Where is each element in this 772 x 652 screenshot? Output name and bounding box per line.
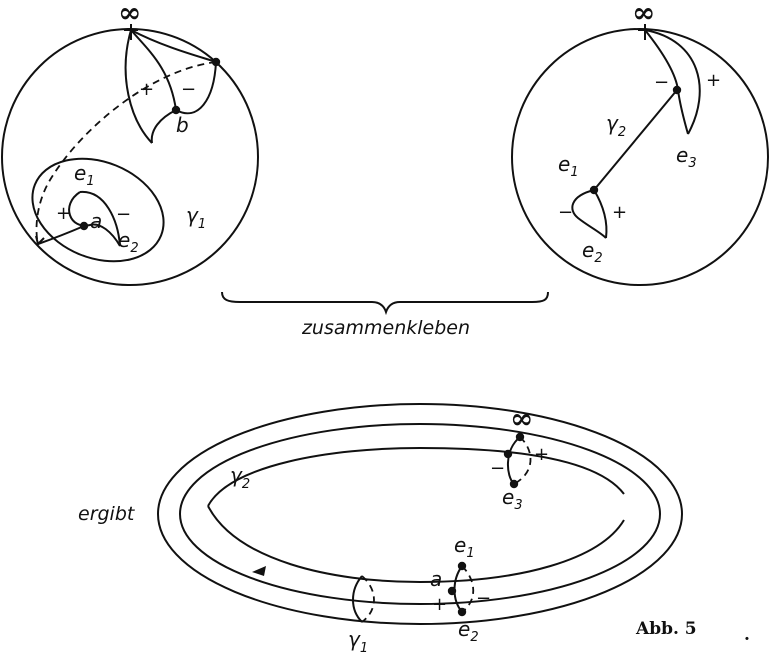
right-infinity-label: ∞ (632, 0, 655, 29)
right-label-e2: e2 (582, 238, 603, 266)
torus-plus-lower: + (432, 594, 447, 615)
right-sphere: ∞ − + e3 γ2 e1 e2 − + (511, 0, 769, 286)
curly-brace (221, 291, 549, 316)
gamma1-meridian-solid (352, 575, 363, 623)
left-label-b: b (176, 113, 189, 137)
right-label-e1: e1 (558, 152, 579, 180)
right-plus-e: + (612, 202, 627, 223)
left-label-a: a (90, 209, 102, 233)
torus-dot-infinity (515, 432, 525, 442)
left-minus-b: − (181, 79, 196, 100)
torus-hole-lower (207, 505, 625, 584)
left-sphere: ∞ + − b e1 e2 a + − γ1 (1, 0, 259, 286)
left-cut-b-middle (130, 29, 177, 111)
glue-brace: zusammenkleben (221, 291, 549, 339)
right-label-e3: e3 (676, 143, 697, 171)
torus-minus-upper: − (490, 458, 505, 479)
left-label-e1: e1 (74, 161, 95, 189)
upper-meridian-solid (507, 436, 521, 485)
torus-dot-a (447, 586, 457, 596)
upper-meridian-dashed (513, 436, 532, 485)
zusammenkleben-label: zusammenkleben (301, 317, 470, 339)
torus-dot-e2 (457, 607, 467, 617)
torus-label-e1: e1 (454, 533, 475, 561)
left-plus-a: + (56, 203, 71, 224)
left-gamma1-loop (31, 157, 165, 263)
torus-plus-upper: + (534, 444, 549, 465)
torus-inner-band (179, 423, 661, 605)
left-cut-b-join (150, 109, 177, 144)
torus-label-e3: e3 (502, 485, 523, 513)
left-minus-a: − (116, 204, 131, 225)
right-minus-top: − (654, 72, 669, 93)
right-cut-e1e2-left (571, 189, 607, 239)
torus-hole-upper (207, 446, 625, 507)
figure-caption: Abb. 5 (635, 619, 697, 639)
left-cut-b-outer (124, 29, 153, 144)
torus-label-e2: e2 (458, 617, 479, 645)
right-cut-e1e2-right (593, 189, 608, 239)
torus: ∞ − + e3 γ2 e1 a + − e2 γ1 (157, 402, 683, 652)
right-gamma2-line (593, 89, 678, 191)
torus-dot-e1 (457, 561, 467, 571)
left-infinity-label: ∞ (118, 0, 141, 29)
torus-minus-lower: − (476, 588, 491, 609)
left-label-gamma1: γ1 (186, 203, 206, 232)
right-minus-e: − (558, 202, 573, 223)
figure-caption-mark: . (744, 625, 750, 645)
left-dot-b (171, 105, 181, 115)
right-sphere-outline (511, 28, 769, 286)
torus-dot-e3 (509, 479, 519, 489)
right-label-gamma2: γ2 (606, 111, 626, 140)
ergibt-label: ergibt (78, 503, 136, 525)
torus-label-infinity: ∞ (510, 402, 533, 435)
right-dot-e1 (589, 185, 599, 195)
left-cut-e1e2-right (79, 190, 121, 247)
left-dot-a (79, 221, 89, 231)
gamma1-meridian-dashed (361, 575, 375, 623)
torus-label-a: a (430, 567, 442, 591)
torus-direction-arrow (252, 566, 266, 576)
left-cut-e1e2-left (68, 191, 121, 247)
torus-label-gamma1: γ1 (348, 627, 368, 652)
left-plus-b: + (139, 79, 154, 100)
left-label-e2: e2 (118, 228, 139, 256)
left-dashed-path (35, 61, 217, 246)
right-plus-top: + (706, 70, 721, 91)
right-cut-e3-right (644, 29, 701, 135)
torus-dot-mid-upper (503, 449, 513, 459)
lower-meridian-dashed (461, 565, 475, 613)
torus-label-gamma2: γ2 (230, 463, 250, 492)
torus-outer (157, 403, 683, 625)
